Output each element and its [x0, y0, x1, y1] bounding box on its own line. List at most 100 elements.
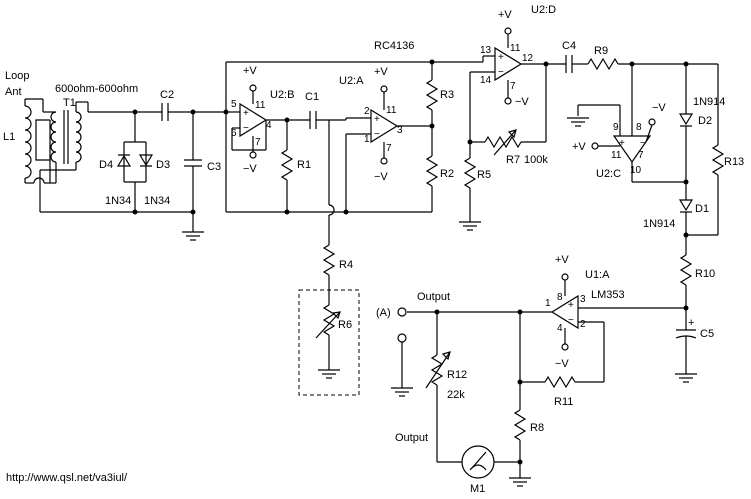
c2-label: C2	[160, 89, 174, 101]
d2-diode: 1N914 D2	[678, 64, 725, 182]
u2b-label: U2:B	[270, 89, 294, 101]
ground-symbol-u2c	[567, 117, 589, 127]
u2c-label: U2:C	[596, 168, 621, 180]
c4-label: C4	[562, 40, 576, 52]
r8-label: R8	[530, 422, 544, 434]
c1-capacitor: C1	[305, 91, 346, 129]
u2d-pin-12: 12	[522, 53, 534, 64]
u1a-minus: −	[568, 315, 574, 326]
r11-resistor: R11	[517, 312, 604, 408]
u1a-triangle	[550, 294, 579, 330]
u2b-pin-4: 4	[266, 120, 272, 131]
r2-label: R2	[440, 168, 454, 180]
u2d-pin-7: 7	[510, 81, 516, 92]
r12-resistor: R12 22k Output	[395, 312, 467, 463]
u2c-pin-8: 8	[636, 122, 642, 133]
point-a-label: (A)	[376, 307, 391, 319]
output-bottom-label: Output	[395, 432, 428, 444]
r10-resistor: R10	[679, 254, 715, 330]
r6-enclosure	[298, 289, 360, 396]
r3-label: R3	[440, 89, 454, 101]
r2-resistor: R2	[425, 126, 454, 212]
u1a-pin-8: 8	[557, 292, 563, 303]
d3-label: D3	[156, 159, 170, 171]
u2a-triangle	[370, 108, 399, 144]
r5-resistor: R5	[459, 142, 491, 231]
u2a-neg-rail: −V	[374, 171, 388, 183]
t1-primary-coil	[50, 111, 57, 163]
t1-secondary-coil	[75, 111, 82, 163]
output-terminal-gnd	[397, 333, 407, 343]
ground-symbol-r5	[459, 221, 481, 231]
lm353-label: LM353	[591, 289, 625, 301]
r13-label: R13	[724, 156, 744, 168]
output-terminal-a	[397, 307, 407, 317]
u2c-pin-7: 7	[638, 150, 644, 161]
d4-diode	[116, 154, 132, 167]
u2d-pin-14: 14	[480, 75, 492, 86]
u2a-pin-11: 11	[386, 105, 397, 116]
r6-resistor	[322, 304, 336, 336]
u2b-pin-7: 7	[255, 137, 261, 148]
r7-resistor: R7 100k	[470, 64, 548, 166]
output-terminal: Output (A)	[376, 291, 450, 397]
u2b-pin-5: 5	[231, 99, 237, 110]
d1-label: D1	[695, 203, 709, 215]
u2a-pin-3: 3	[397, 125, 403, 136]
diode-1n914-b-label: 1N914	[643, 218, 675, 230]
u2d-pin-11: 11	[510, 43, 521, 54]
u2a-label: U2:A	[339, 75, 364, 87]
u1a-label: U1:A	[585, 269, 610, 281]
u2b-neg-rail: −V	[243, 163, 257, 175]
u2a-opamp: U2:A +V + − 2 1 11 3 7 −V	[339, 66, 435, 215]
u2d-label: U2:D	[531, 4, 556, 16]
diode-1n34-b-label: 1N34	[144, 195, 170, 207]
d3-diode	[138, 154, 154, 167]
d1-diode: D1 1N914	[643, 182, 709, 255]
u2b-pos-rail: +V	[243, 65, 257, 77]
c5-label: C5	[700, 328, 714, 340]
c1-label: C1	[305, 91, 319, 103]
ground-symbol-r6	[318, 369, 340, 379]
u2a-plus: +	[374, 114, 380, 125]
r12-label: R12	[447, 369, 467, 381]
u2d-pos-rail: +V	[498, 9, 512, 21]
u2b-plus: +	[243, 108, 249, 119]
u1a-neg-rail: −V	[555, 358, 569, 370]
m1-label: M1	[470, 483, 485, 495]
r4-label: R4	[339, 259, 353, 271]
u2a-minus: −	[374, 129, 380, 140]
u2a-pos-rail: +V	[374, 66, 388, 78]
r11-label: R11	[554, 396, 573, 408]
l1-coil	[24, 105, 32, 179]
d4-label: D4	[99, 159, 113, 171]
r12-value: 22k	[447, 389, 465, 401]
u2c-plus: +	[619, 138, 625, 149]
r9-label: R9	[594, 45, 608, 57]
u1a-pos-rail: +V	[555, 254, 569, 266]
c5-plus: +	[688, 317, 694, 329]
u2d-pin-13: 13	[480, 45, 492, 56]
r10-label: R10	[695, 268, 715, 280]
r13-resistor: R13	[686, 64, 744, 236]
u1a-opamp: U1:A LM353 +V + − 8 1 3 4 2 −V	[407, 254, 686, 382]
ground-symbol-r8	[509, 477, 531, 487]
u2d-triangle	[494, 46, 523, 82]
u1a-plus: +	[568, 300, 574, 311]
r8-resistor: R8	[509, 382, 544, 487]
u2c-neg-rail: −V	[652, 102, 666, 114]
u2d-neg-rail: −V	[515, 96, 529, 108]
u1a-pin-4: 4	[557, 323, 563, 334]
ground-symbol-c5	[675, 373, 697, 383]
m1-meter: M1	[461, 445, 520, 495]
r9-resistor: R9	[587, 45, 718, 71]
source-url: http://www.qsl.net/va3iul/	[6, 472, 128, 484]
diode-1n34-a-label: 1N34	[105, 195, 131, 207]
u1a-pin-2: 2	[580, 319, 586, 330]
u2c-opamp: U2:C + − 9 8 11 7 10 +V −V	[567, 64, 689, 185]
u2b-minus: −	[243, 123, 249, 134]
r7-label: R7	[506, 154, 520, 166]
u2b-triangle	[239, 102, 268, 138]
c5-capacitor: + C5	[675, 317, 714, 383]
